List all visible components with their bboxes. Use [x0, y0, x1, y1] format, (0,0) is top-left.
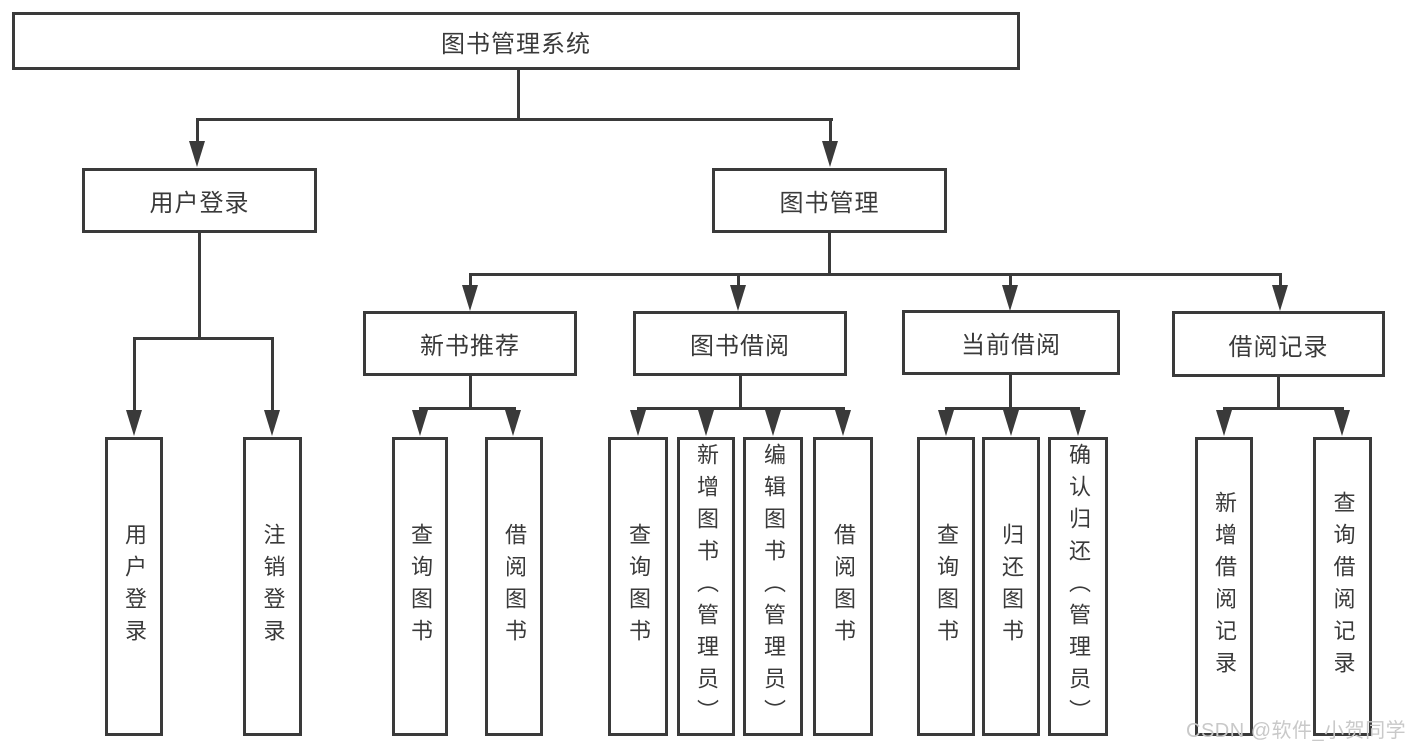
- node-add-borrow-record: 新增借阅记录: [1195, 437, 1253, 736]
- connector-line: [469, 273, 472, 287]
- node-label: 借阅图书: [502, 522, 527, 651]
- node-label: 编辑图书（管理员）: [761, 442, 786, 731]
- node-label: 查询图书: [408, 522, 433, 651]
- node-add-book-admin: 新增图书（管理员）: [677, 437, 735, 736]
- arrow-down-icon: [189, 141, 205, 167]
- node-label: 用户登录: [149, 190, 250, 217]
- node-label: 图书管理系统: [441, 30, 591, 58]
- node-book-management: 图书管理: [712, 168, 947, 233]
- arrow-down-icon: [1070, 410, 1086, 436]
- node-book-borrowing: 图书借阅: [633, 311, 847, 376]
- connector-line: [737, 273, 740, 287]
- connector-line: [1223, 407, 1344, 410]
- connector-line: [196, 118, 833, 121]
- node-label: 借阅图书: [831, 522, 856, 651]
- connector-line: [829, 118, 832, 143]
- arrow-down-icon: [1216, 410, 1232, 436]
- arrow-down-icon: [1003, 410, 1019, 436]
- connector-line: [1277, 375, 1280, 410]
- node-user-login-branch: 用户登录: [82, 168, 317, 233]
- node-logout-login: 注销登录: [243, 437, 302, 736]
- node-label: 查询图书: [626, 522, 651, 651]
- connector-line: [419, 407, 516, 410]
- node-label: 用户登录: [122, 522, 147, 651]
- node-label: 查询借阅记录: [1330, 490, 1356, 683]
- arrow-down-icon: [765, 410, 781, 436]
- connector-line: [196, 118, 199, 143]
- node-new-book-recommendation: 新书推荐: [363, 311, 577, 376]
- arrow-down-icon: [1002, 285, 1018, 311]
- node-query-books-borrowing: 查询图书: [608, 437, 668, 736]
- arrow-down-icon: [264, 410, 280, 436]
- node-label: 图书管理: [779, 190, 880, 217]
- connector-line: [133, 337, 274, 340]
- node-library-management-system: 图书管理系统: [12, 12, 1020, 70]
- node-edit-book-admin: 编辑图书（管理员）: [743, 437, 803, 736]
- connector-line: [133, 337, 136, 412]
- csdn-watermark: CSDN @软件_小贺同学: [1186, 720, 1405, 742]
- node-borrowing-records: 借阅记录: [1172, 311, 1385, 377]
- node-query-books-current: 查询图书: [917, 437, 975, 736]
- connector-line: [739, 375, 742, 410]
- arrow-down-icon: [698, 410, 714, 436]
- node-label: 当前借阅: [961, 332, 1061, 359]
- node-confirm-return-admin: 确认归还（管理员）: [1048, 437, 1108, 736]
- arrow-down-icon: [835, 410, 851, 436]
- node-label: 归还图书: [999, 522, 1024, 651]
- arrow-down-icon: [730, 285, 746, 311]
- node-label: 新书推荐: [420, 333, 520, 360]
- node-label: 图书借阅: [690, 333, 790, 360]
- connector-line: [271, 337, 274, 412]
- connector-line: [198, 233, 201, 340]
- node-label: 新增图书（管理员）: [694, 442, 719, 731]
- connector-line: [469, 375, 472, 410]
- node-label: 借阅记录: [1228, 333, 1329, 361]
- connector-line: [517, 70, 520, 121]
- node-current-borrowing: 当前借阅: [902, 310, 1120, 375]
- connector-line: [1009, 374, 1012, 410]
- connector-line: [1009, 273, 1012, 287]
- node-return-book: 归还图书: [982, 437, 1040, 736]
- arrow-down-icon: [1334, 410, 1350, 436]
- node-label: 新增借阅记录: [1212, 490, 1237, 683]
- arrow-down-icon: [126, 410, 142, 436]
- connector-line: [1279, 273, 1282, 287]
- node-user-login: 用户登录: [105, 437, 163, 736]
- arrow-down-icon: [822, 141, 838, 167]
- connector-line: [828, 233, 831, 276]
- node-label: 查询图书: [934, 522, 959, 651]
- arrow-down-icon: [1272, 285, 1288, 311]
- node-borrow-books-recommend: 借阅图书: [485, 437, 543, 736]
- node-label: 确认归还（管理员）: [1066, 442, 1091, 731]
- node-borrow-books-borrowing: 借阅图书: [813, 437, 873, 736]
- node-query-borrow-record: 查询借阅记录: [1313, 437, 1372, 736]
- connector-line: [945, 407, 1080, 410]
- arrow-down-icon: [412, 410, 428, 436]
- connector-line: [469, 273, 1282, 276]
- node-query-books-recommend: 查询图书: [392, 437, 448, 736]
- arrow-down-icon: [505, 410, 521, 436]
- connector-line: [637, 407, 845, 410]
- node-label: 注销登录: [260, 522, 286, 651]
- arrow-down-icon: [938, 410, 954, 436]
- arrow-down-icon: [630, 410, 646, 436]
- arrow-down-icon: [462, 285, 478, 311]
